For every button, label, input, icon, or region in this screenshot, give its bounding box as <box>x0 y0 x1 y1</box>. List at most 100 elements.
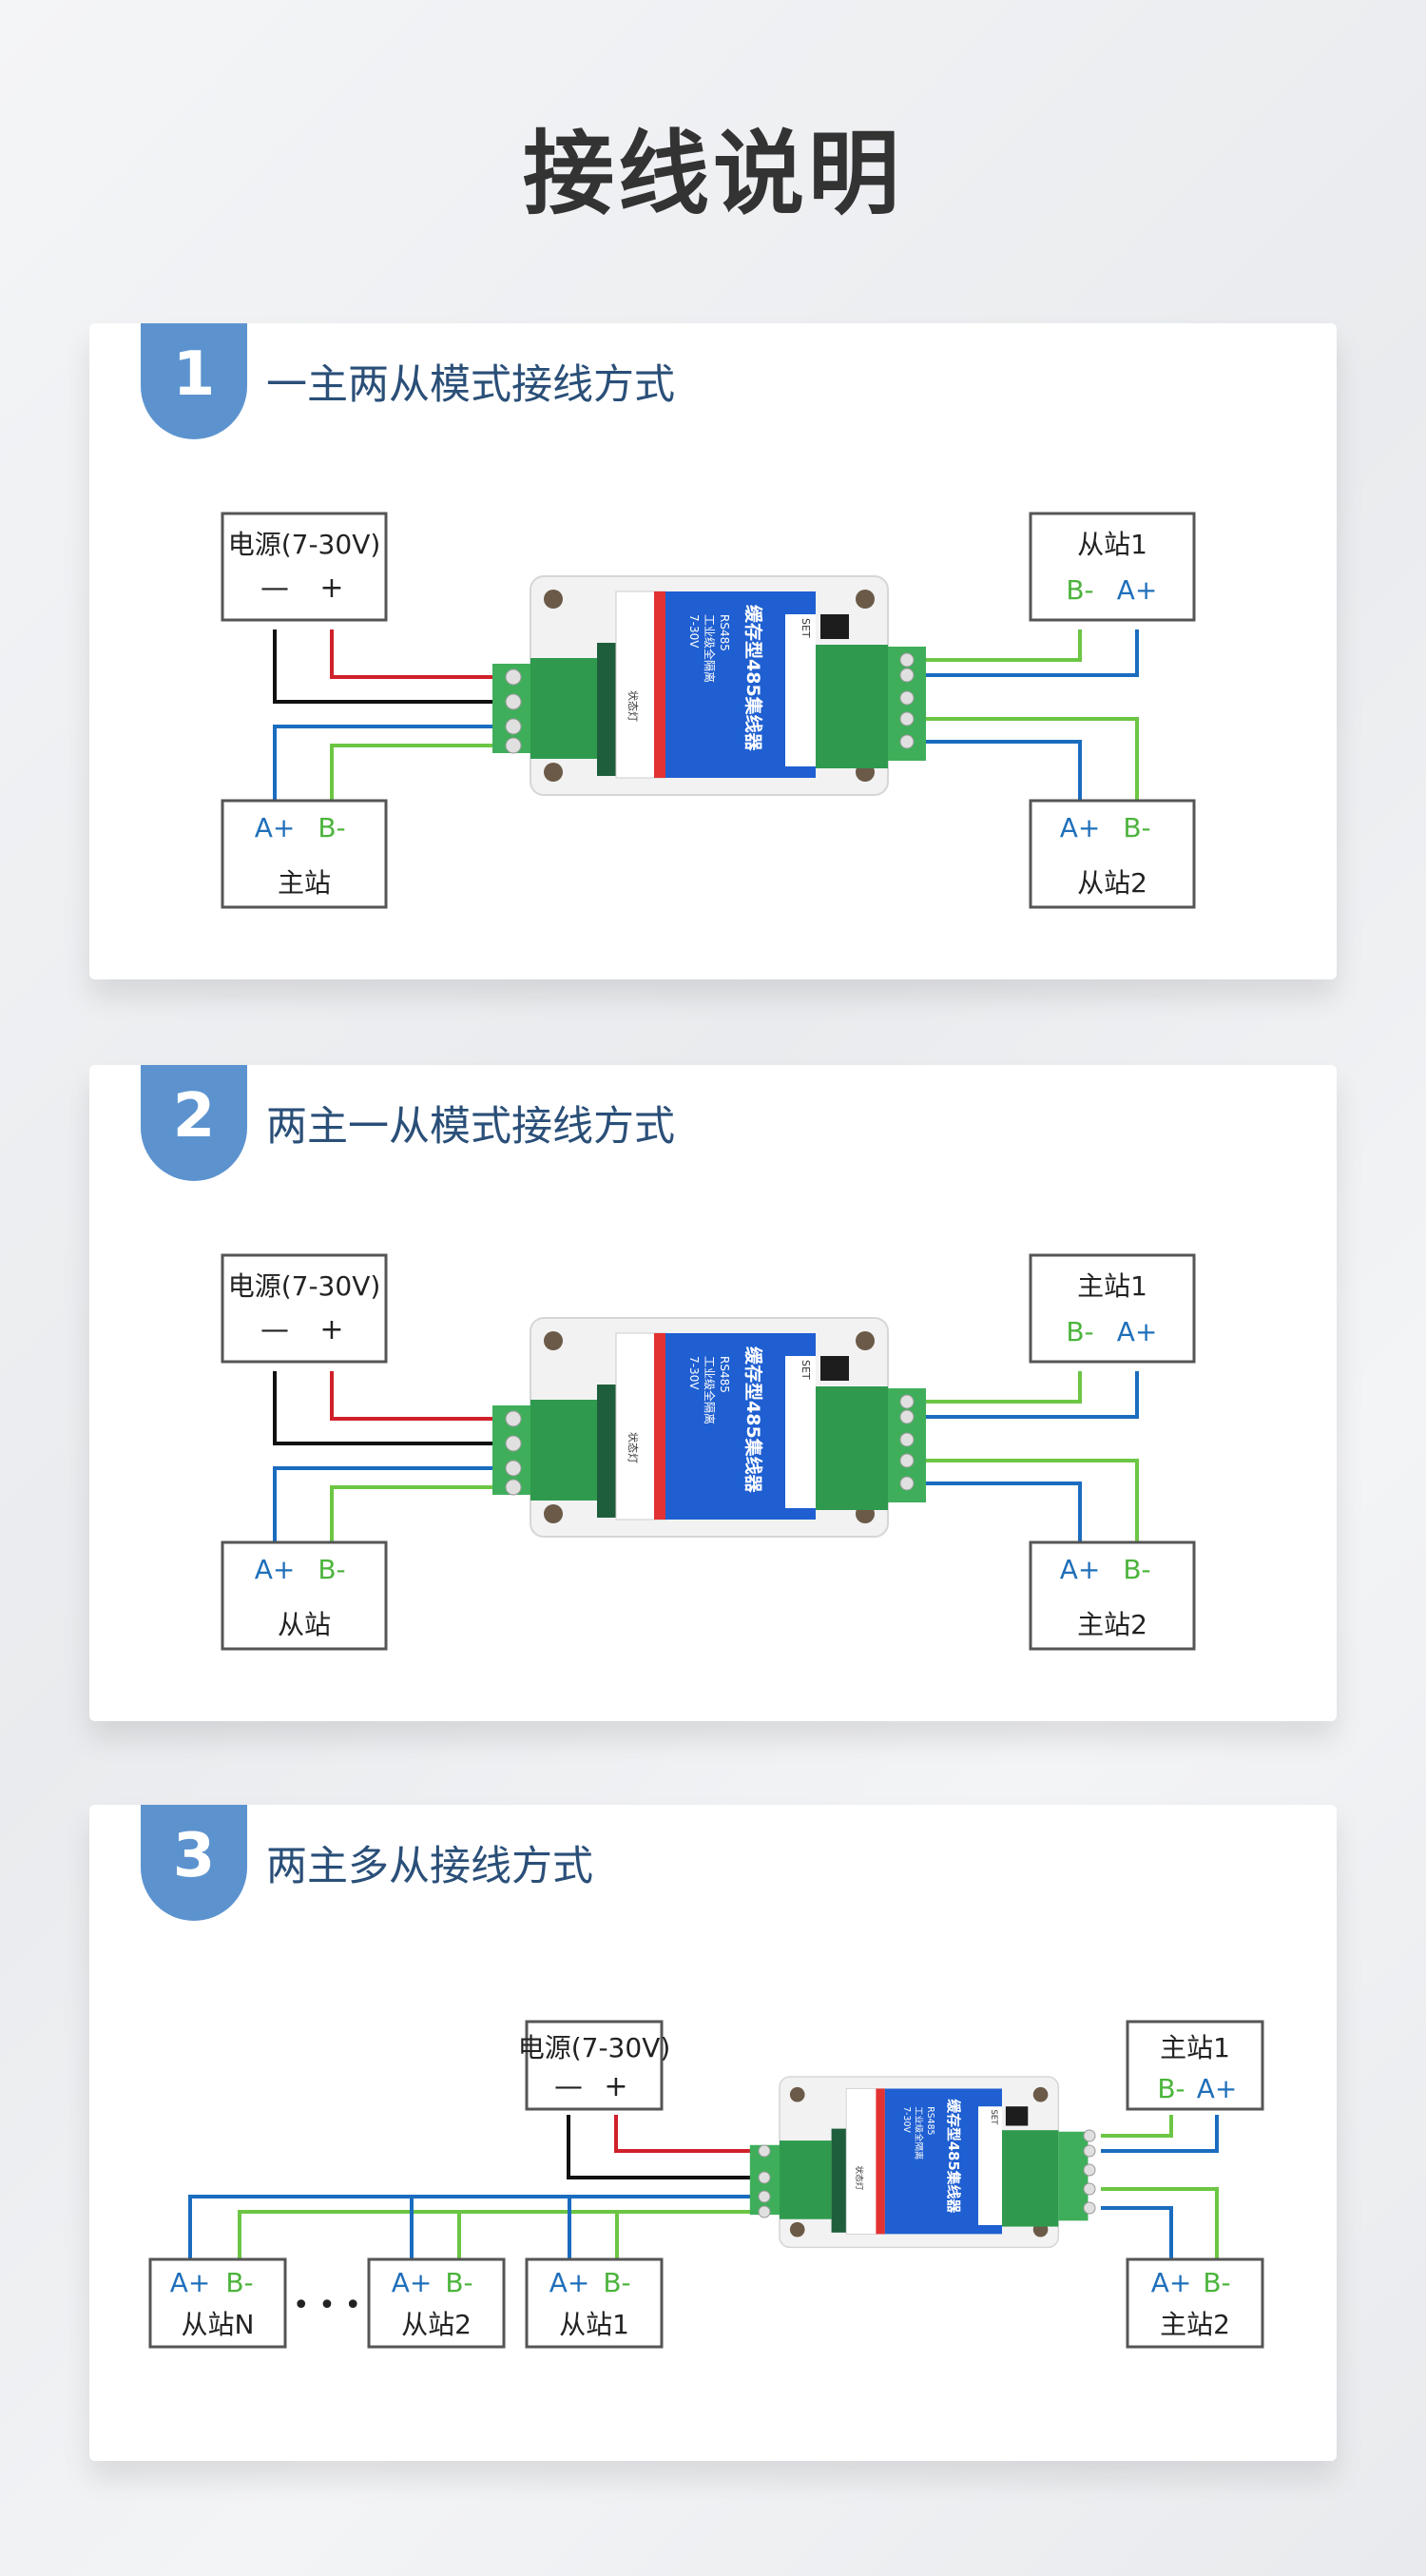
device-feature: 7-30V <box>687 1356 701 1390</box>
power-minus: — <box>260 1313 289 1346</box>
wire-rt-b <box>922 629 1082 662</box>
power-minus: — <box>554 2070 583 2103</box>
power-plus: + <box>319 571 343 605</box>
station-label: 从站2 <box>401 2309 472 2340</box>
station-a-label: A+ <box>1151 2267 1192 2298</box>
terminal-screws-right <box>899 652 915 749</box>
section-title: 两主一从模式接线方式 <box>266 1103 675 1151</box>
station-a-label: A+ <box>1197 2073 1238 2104</box>
power-label: 电源(7-30V) <box>228 529 381 560</box>
page-title: 接线说明 <box>523 121 903 227</box>
station-b-label: B- <box>445 2267 472 2298</box>
slave-box-1: A+ B- 从站1 <box>525 2257 664 2349</box>
left-station-box: A+ B- 从站 <box>221 1540 388 1651</box>
device-feature: RS485 <box>718 614 731 651</box>
right-bottom-box: A+ B- 主站2 <box>1029 1540 1196 1651</box>
station-a-label: A+ <box>170 2267 211 2298</box>
station-label: 从站N <box>182 2309 255 2340</box>
station-b-label: B- <box>318 812 345 843</box>
device-feature: 工业级全隔离 <box>914 2106 925 2160</box>
hub-device: 缓存型485集线器 RS485 工业级全隔离 7-30V 状态灯 SET <box>491 1317 927 1538</box>
status-light-label: 状态灯 <box>626 1432 640 1463</box>
power-plus: + <box>319 1313 343 1346</box>
device-feature: 工业级全隔离 <box>703 614 717 683</box>
station-a-label: A+ <box>1060 812 1101 843</box>
card-mode-3: 3 两主多从接线方式 缓存型485集线器 RS485 工业级全隔离 7-30V … <box>89 1805 1337 2461</box>
station-b-label: B- <box>603 2267 630 2298</box>
station-b-label: B- <box>318 1554 345 1585</box>
wire-power-plus <box>614 2115 755 2153</box>
power-label: 电源(7-30V) <box>228 1270 381 1302</box>
slave-box-n: A+ B- 从站N <box>148 2257 287 2349</box>
device-feature: 7-30V <box>901 2106 912 2133</box>
device-name: 缓存型485集线器 <box>742 1346 764 1494</box>
section-number-badge: 3 <box>141 1805 247 1921</box>
wiring-diagram-3: 缓存型485集线器 RS485 工业级全隔离 7-30V 状态灯 SET 电源(… <box>148 2020 1264 2349</box>
section-number-badge: 2 <box>141 1065 247 1181</box>
station-label: 主站1 <box>1160 2032 1230 2063</box>
right-bottom-box: A+ B- 从站2 <box>1029 799 1196 909</box>
hub-device: 缓存型485集线器 RS485 工业级全隔离 7-30V 状态灯 SET <box>491 575 927 796</box>
power-minus: — <box>260 571 289 605</box>
power-plus: + <box>604 2070 627 2103</box>
set-label: SET <box>800 1360 812 1380</box>
wire-power-plus <box>330 629 529 679</box>
wiring-diagram-2: 缓存型485集线器 RS485 工业级全隔离 7-30V 状态灯 SET 电源(… <box>221 1253 1196 1651</box>
master-box-1: 主站1 B- A+ <box>1126 2020 1264 2111</box>
set-label: SET <box>800 618 812 638</box>
station-label: 主站2 <box>1160 2309 1230 2340</box>
station-b-label: B- <box>1157 2073 1185 2104</box>
card-mode-1: 1 一主两从模式接线方式 缓存型485集线器 RS485 工业级全隔离 7-30… <box>89 323 1337 979</box>
station-a-label: A+ <box>1117 574 1158 606</box>
station-label: 主站 <box>278 867 331 899</box>
station-b-label: B- <box>1203 2267 1230 2298</box>
station-a-label: A+ <box>549 2267 590 2298</box>
power-box: 电源(7-30V) — + <box>221 1253 388 1364</box>
wire-bus-a <box>188 2195 755 2259</box>
section-title: 一主两从模式接线方式 <box>266 361 675 409</box>
wire-rb-a <box>922 740 1082 801</box>
slave-box-2: A+ B- 从站2 <box>367 2257 506 2349</box>
wire-left-b <box>330 744 529 801</box>
station-label: 主站2 <box>1077 1609 1147 1640</box>
ellipsis: • • • <box>293 2289 361 2322</box>
station-a-label: A+ <box>255 1554 296 1585</box>
wiring-diagram-1: 缓存型485集线器 RS485 工业级全隔离 7-30V 状态灯 SET 电源(… <box>221 512 1196 909</box>
wire-power-minus <box>273 629 529 704</box>
device-feature: 工业级全隔离 <box>703 1356 717 1424</box>
station-label: 从站1 <box>1077 529 1147 560</box>
wire-power-minus <box>567 2115 755 2179</box>
power-box: 电源(7-30V) — + <box>221 512 388 622</box>
station-a-label: A+ <box>1060 1554 1101 1585</box>
station-label: 从站2 <box>1077 867 1147 899</box>
device-name: 缓存型485集线器 <box>742 605 764 752</box>
station-b-label: B- <box>225 2267 253 2298</box>
device-feature: RS485 <box>718 1356 731 1393</box>
status-light-label: 状态灯 <box>626 690 640 722</box>
device-feature: 7-30V <box>687 614 701 649</box>
left-station-box: A+ B- 主站 <box>221 799 388 909</box>
station-b-label: B- <box>1123 1554 1150 1585</box>
terminal-screws-left <box>505 668 522 754</box>
wire-rt-a <box>922 629 1139 677</box>
station-a-label: A+ <box>392 2267 433 2298</box>
card-mode-2: 2 两主一从模式接线方式 缓存型485集线器 RS485 工业级全隔离 7-30… <box>89 1065 1337 1721</box>
status-light-label: 状态灯 <box>854 2166 865 2191</box>
power-box: 电源(7-30V) — + <box>518 2020 671 2111</box>
station-label: 从站1 <box>559 2309 629 2340</box>
right-top-box: 主站1 B- A+ <box>1029 1253 1196 1364</box>
device-name: 缓存型485集线器 <box>945 2099 962 2214</box>
wire-left-a <box>273 725 529 801</box>
station-label: 从站 <box>278 1609 331 1640</box>
station-b-label: B- <box>1066 574 1093 606</box>
wire-bus-b <box>238 2210 755 2259</box>
right-top-box: 从站1 B- A+ <box>1029 512 1196 622</box>
section-number-badge: 1 <box>141 323 247 439</box>
station-a-label: A+ <box>1117 1316 1158 1347</box>
station-a-label: A+ <box>255 812 296 843</box>
power-label: 电源(7-30V) <box>518 2032 671 2063</box>
section-title: 两主多从接线方式 <box>266 1843 593 1890</box>
station-label: 主站1 <box>1077 1270 1147 1302</box>
device-feature: RS485 <box>925 2106 935 2135</box>
set-label: SET <box>989 2109 998 2125</box>
